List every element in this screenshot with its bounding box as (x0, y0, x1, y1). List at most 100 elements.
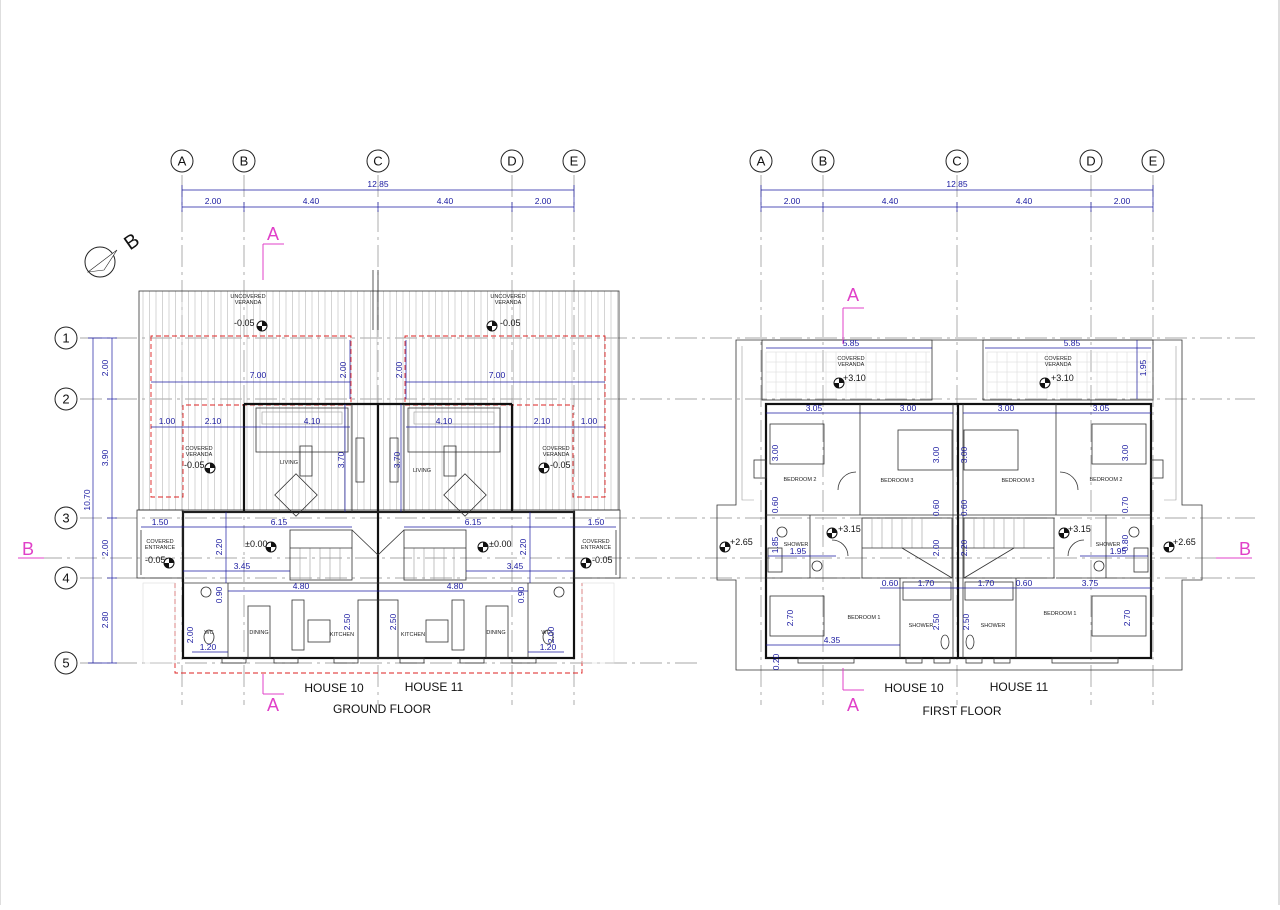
level-marker-icon (1163, 541, 1175, 553)
stair-left (289, 529, 379, 581)
coffee-table-left (299, 445, 313, 477)
north-label: B (120, 229, 144, 255)
svg-text:A: A (757, 154, 766, 169)
svg-text:A: A (267, 224, 279, 244)
svg-text:C: C (373, 154, 382, 169)
room-covered-veranda-right: COVERED VERANDA (542, 446, 570, 458)
veranda-tiles-left (765, 351, 930, 399)
level-marker-icon (477, 541, 489, 553)
svg-text:4.35: 4.35 (824, 635, 841, 645)
svg-text:3.45: 3.45 (507, 561, 524, 571)
svg-text:1.20: 1.20 (200, 642, 217, 652)
svg-text:-0.05: -0.05 (145, 555, 166, 565)
svg-text:1: 1 (62, 331, 69, 346)
level-marker-icon (833, 377, 845, 389)
svg-text:+3.15: +3.15 (838, 524, 861, 534)
svg-text:1.20: 1.20 (540, 642, 557, 652)
room-bedroom2-left: BEDROOM 2 (783, 477, 816, 483)
level-marker-icon (1039, 377, 1051, 389)
svg-text:2.00: 2.00 (338, 361, 348, 378)
svg-text:0.20: 0.20 (771, 653, 781, 670)
level-marker-icon (265, 541, 277, 553)
grid-bubble-b: B (811, 149, 835, 173)
svg-text:3.00: 3.00 (998, 403, 1015, 413)
room-wc-right: WC (541, 630, 550, 636)
wc-left (203, 629, 215, 645)
grid-bubble-e: E (1141, 149, 1165, 173)
room-bedroom3-left: BEDROOM 3 (880, 478, 913, 484)
svg-text:2.00: 2.00 (100, 359, 110, 376)
level-marker-icon (204, 462, 216, 474)
svg-text:A: A (847, 695, 859, 715)
svg-text:+3.15: +3.15 (1068, 524, 1091, 534)
svg-text:2.00: 2.00 (1114, 196, 1131, 206)
svg-text:+3.10: +3.10 (1051, 373, 1074, 383)
room-kitchen-right: KITCHEN (401, 632, 425, 638)
armchair-right (443, 473, 487, 517)
grid-bubble-5: 5 (54, 651, 78, 675)
svg-text:4: 4 (62, 571, 69, 586)
svg-text:±0.00: ±0.00 (489, 539, 511, 549)
level-marker-icon (580, 557, 592, 569)
roof-hatch-ground (142, 291, 618, 510)
svg-text:3.00: 3.00 (1120, 444, 1130, 461)
svg-text:3.00: 3.00 (770, 444, 780, 461)
svg-text:B: B (22, 539, 34, 559)
sofa-right (407, 407, 501, 453)
room-uncovered-veranda-right: UNCOVERED VERANDA (490, 294, 526, 306)
room-living-left: LIVING (280, 460, 298, 466)
svg-text:2.50: 2.50 (931, 613, 941, 630)
grid-bubble-d: D (500, 149, 524, 173)
level-marker-icon (538, 462, 550, 474)
svg-text:0.60: 0.60 (1016, 578, 1033, 588)
level-marker-icon (1058, 527, 1070, 539)
level-marker-icon (826, 527, 838, 539)
stair-first-right (963, 517, 1055, 579)
room-covered-veranda-left: COVERED VERANDA (185, 446, 213, 458)
overall-width: 12.85 (946, 179, 968, 189)
svg-text:2.70: 2.70 (1122, 609, 1132, 626)
sofa-left (255, 407, 349, 453)
room-living-right: LIVING (413, 468, 431, 474)
svg-text:5.85: 5.85 (843, 338, 860, 348)
svg-text:1.50: 1.50 (588, 517, 605, 527)
room-shower-center-left: SHOWER (909, 623, 934, 629)
svg-text:2.80: 2.80 (100, 611, 110, 628)
svg-text:3.45: 3.45 (234, 561, 251, 571)
ground-titles: HOUSE 10 HOUSE 11 GROUND FLOOR (304, 680, 463, 716)
house-10-label: HOUSE 10 (884, 681, 944, 695)
top-dimensions-first: 12.85 2.00 4.40 4.40 2.00 (760, 179, 1154, 212)
svg-text:3.70: 3.70 (336, 451, 346, 468)
grid-bubble-c: C (366, 149, 390, 173)
grid-lines (40, 175, 1255, 705)
room-covered-entrance-left: COVERED ENTRANCE (144, 539, 176, 551)
bed-bedroom3-right (963, 429, 1019, 471)
grid-bubble-a: A (170, 149, 194, 173)
wc-right (542, 629, 554, 645)
room-shower-left: SHOWER (784, 542, 809, 548)
svg-text:3: 3 (62, 511, 69, 526)
svg-text:3.00: 3.00 (959, 446, 969, 463)
svg-text:2.50: 2.50 (388, 613, 398, 630)
room-wc-left: WC (204, 630, 213, 636)
svg-text:3.00: 3.00 (931, 446, 941, 463)
room-dining-left: DINING (249, 630, 268, 636)
room-bedroom1-right: BEDROOM 1 (1043, 611, 1076, 617)
svg-text:2.00: 2.00 (185, 626, 195, 643)
svg-text:1.95: 1.95 (790, 546, 807, 556)
left-dimensions: 10.70 2.00 3.90 2.00 2.80 (82, 337, 117, 664)
svg-text:2.20: 2.20 (959, 539, 969, 556)
svg-text:4.10: 4.10 (436, 416, 453, 426)
svg-text:D: D (1086, 154, 1095, 169)
svg-text:5.85: 5.85 (1064, 338, 1081, 348)
svg-text:2.00: 2.00 (100, 539, 110, 556)
room-covered-entrance-right: COVERED ENTRANCE (580, 539, 612, 551)
level-marker-icon (486, 320, 498, 332)
svg-text:3.00: 3.00 (900, 403, 917, 413)
paving-right (581, 582, 615, 664)
svg-text:2.10: 2.10 (205, 416, 222, 426)
grid-bubble-4: 4 (54, 566, 78, 590)
room-shower-center-right: SHOWER (981, 623, 1006, 629)
svg-text:2.00: 2.00 (535, 196, 552, 206)
